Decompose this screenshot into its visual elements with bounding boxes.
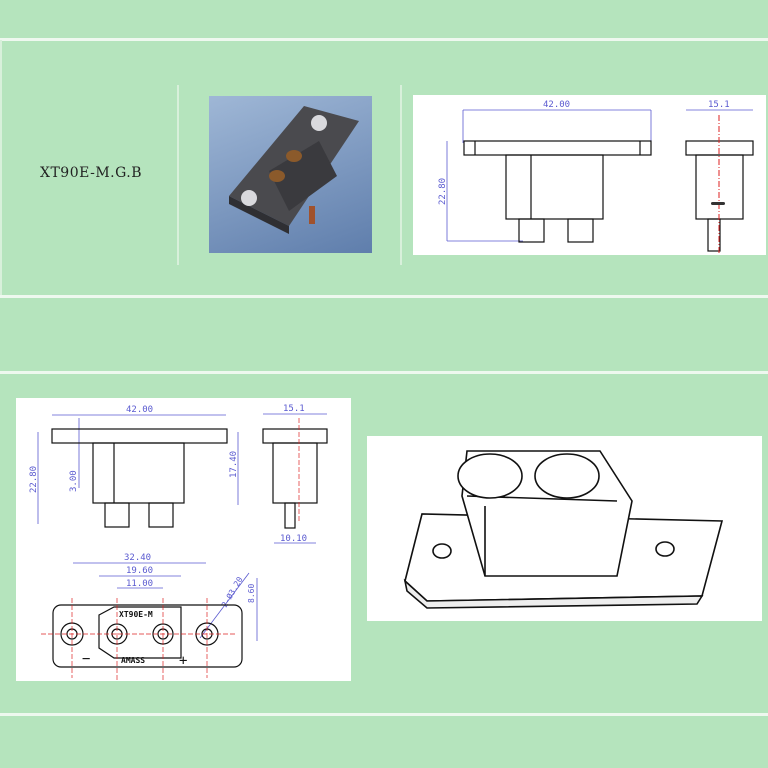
divider bbox=[0, 40, 2, 295]
dimension-drawing-top: 42.00 22.80 15.1 bbox=[413, 95, 766, 255]
dim-height: 22.80 bbox=[438, 178, 448, 205]
dim-hole: 2-Ø3.20 bbox=[219, 575, 245, 609]
divider bbox=[0, 713, 768, 716]
product-photo bbox=[209, 96, 372, 253]
minus-sign: − bbox=[82, 651, 90, 667]
divider bbox=[0, 38, 768, 41]
dim-side-base: 10.10 bbox=[280, 534, 307, 544]
dim-span: 32.40 bbox=[124, 553, 151, 563]
line-drawing-3d bbox=[367, 436, 762, 621]
marking-bottom: AMASS bbox=[121, 656, 145, 665]
divider bbox=[400, 85, 402, 265]
dim-width: 42.00 bbox=[126, 405, 153, 415]
dim-housing: 19.60 bbox=[126, 566, 153, 576]
divider bbox=[177, 85, 179, 265]
divider bbox=[0, 371, 768, 374]
divider bbox=[0, 295, 768, 298]
dimension-drawing-bottom: 42.00 22.80 3.00 17.40 15.1 10.10 32.40 … bbox=[16, 398, 351, 681]
dim-side-width: 15.1 bbox=[283, 404, 305, 414]
dim-pin-pitch: 11.00 bbox=[126, 579, 153, 589]
drawing-svg: 42.00 22.80 3.00 17.40 15.1 10.10 32.40 … bbox=[29, 404, 328, 681]
model-name: XT90E-M.G.B bbox=[40, 165, 143, 181]
dim-height: 22.80 bbox=[29, 466, 39, 493]
plus-sign: + bbox=[179, 653, 187, 669]
dim-side-width: 15.1 bbox=[708, 100, 730, 110]
dim-width: 42.00 bbox=[543, 100, 570, 110]
dim-hole-offset: 8.60 bbox=[247, 584, 256, 603]
marking-top: XT90E-M bbox=[119, 610, 153, 619]
dim-body-height: 17.40 bbox=[229, 451, 239, 478]
isometric-drawing bbox=[403, 450, 724, 609]
drawing-svg: 42.00 22.80 15.1 bbox=[438, 100, 754, 255]
dim-inner: 3.00 bbox=[69, 470, 79, 492]
